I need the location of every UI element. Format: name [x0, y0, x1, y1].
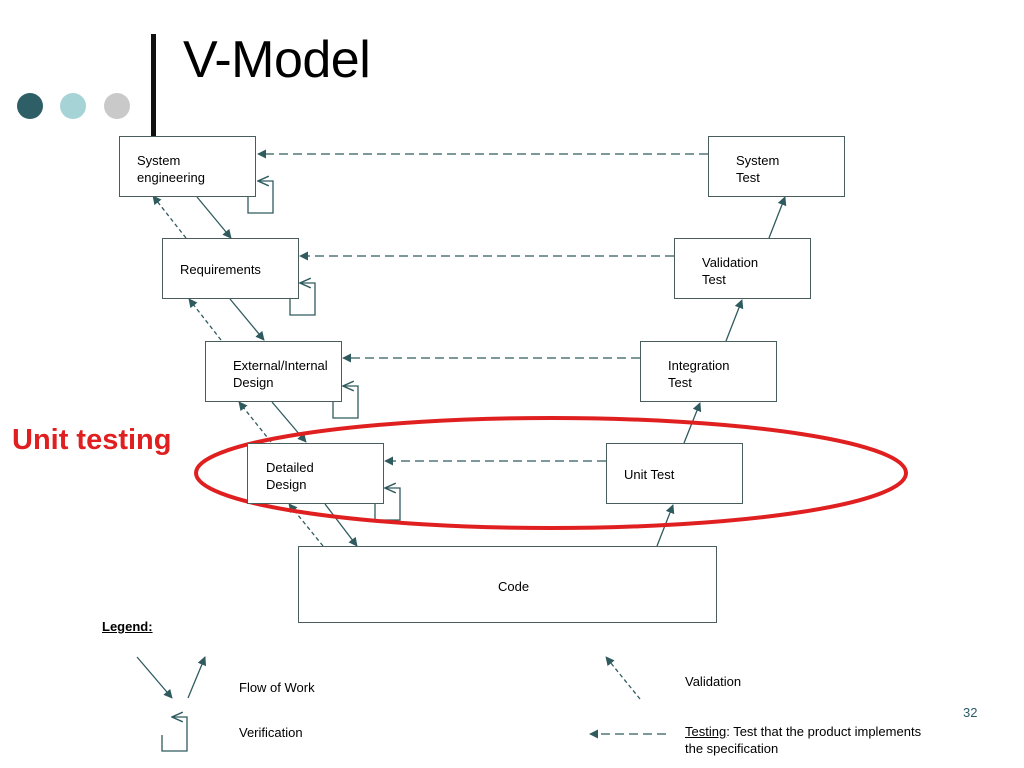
box-requirements-label: Requirements	[180, 262, 261, 277]
legend-validation-arrow	[605, 656, 641, 700]
box-unit-test: Unit Test	[606, 443, 743, 504]
title-divider	[151, 34, 156, 149]
flow-arrow-vt-st	[768, 196, 787, 239]
box-code-label: Code	[498, 579, 530, 594]
legend-validation-label: Validation	[685, 674, 742, 689]
legend-testing-desc: : Test that the product implements the s…	[685, 724, 922, 756]
page-number: 32	[963, 705, 978, 720]
box-validation-test: Validation Test	[674, 238, 811, 299]
box-external-internal-design: External/Internal Design	[205, 341, 342, 402]
legend-flow-up-arrow	[187, 656, 207, 699]
box-requirements: Requirements	[162, 238, 299, 299]
box-system-engineering: System engineering	[119, 136, 256, 197]
unit-testing-annotation: Unit testing	[12, 424, 172, 456]
validation-arrow-req-se	[152, 195, 187, 239]
flow-arrow-se-req	[196, 196, 232, 239]
decor-dot-dark	[17, 93, 43, 119]
box-system-engineering-label: System engineering	[137, 153, 205, 185]
validation-arrow-eid-req	[188, 298, 222, 341]
unit-testing-highlight	[194, 416, 908, 530]
verification-loop-eid	[332, 386, 359, 419]
legend-verification-label: Verification	[239, 725, 303, 740]
verification-loop-dd	[374, 488, 401, 521]
box-code: Code	[298, 546, 717, 623]
decor-dot-grey	[104, 93, 130, 119]
box-external-internal-design-label: External/Internal Design	[233, 358, 328, 390]
flow-arrow-it-vt	[725, 299, 744, 342]
legend-title: Legend:	[102, 619, 153, 634]
slide-title: V-Model	[183, 31, 371, 89]
legend-verification-loop	[161, 717, 188, 752]
flow-arrow-dd-code	[324, 503, 358, 547]
box-validation-test-label: Validation Test	[702, 255, 759, 287]
box-detailed-design-label: Detailed Design	[266, 460, 314, 492]
verification-loop-req	[289, 283, 316, 316]
box-integration-test-label: Integration Test	[668, 358, 730, 390]
box-system-test-label: System Test	[736, 153, 780, 185]
legend-testing-label: Testing: Test that the product implement…	[685, 723, 921, 757]
validation-arrow-dd-eid	[238, 401, 272, 443]
box-detailed-design: Detailed Design	[247, 443, 384, 504]
flow-arrow-req-eid	[229, 298, 265, 341]
legend-flow-of-work-label: Flow of Work	[239, 680, 315, 695]
decor-dot-teal	[60, 93, 86, 119]
legend-testing-term: Testing	[685, 724, 727, 739]
box-integration-test: Integration Test	[640, 341, 777, 402]
verification-loop-se	[247, 181, 274, 214]
legend-flow-down-arrow	[136, 656, 173, 699]
box-unit-test-label: Unit Test	[624, 467, 675, 482]
box-system-test: System Test	[708, 136, 845, 197]
